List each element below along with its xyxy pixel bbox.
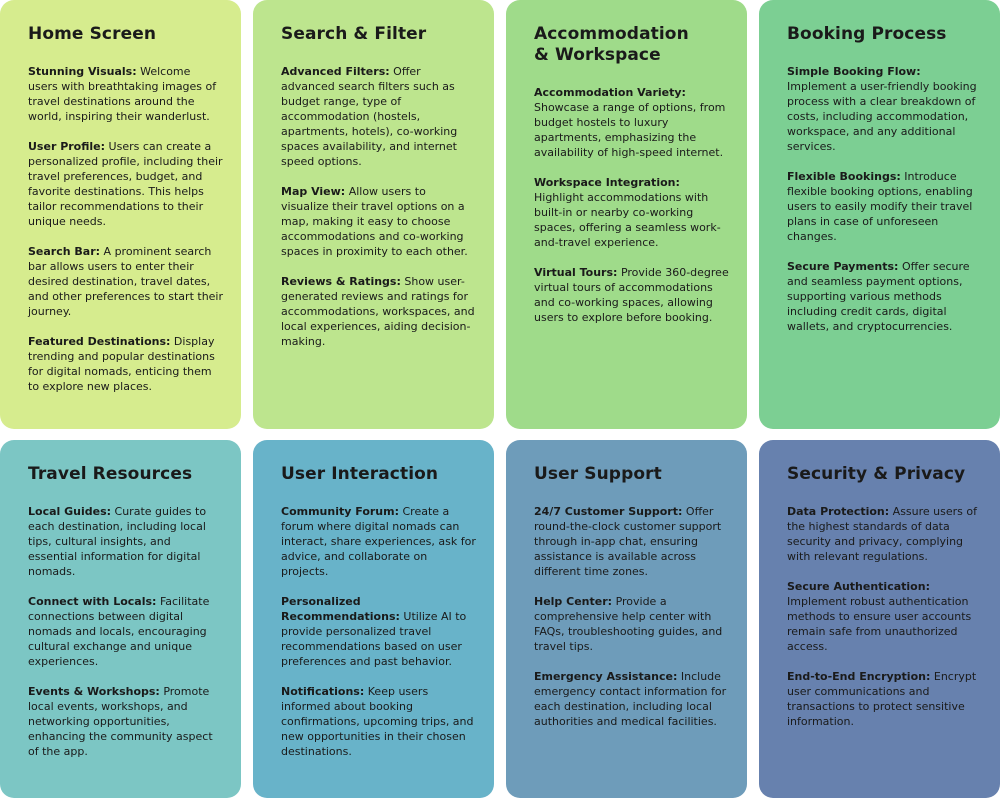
- feature-item: Events & Workshops: Promote local events…: [28, 684, 223, 759]
- feature-item-text: Offer advanced search filters such as bu…: [281, 65, 458, 168]
- card-title: Accommodation & Workspace: [534, 24, 689, 65]
- feature-item-title: Personalized Recommendations:: [281, 595, 400, 623]
- feature-item: Reviews & Ratings: Show user-generated r…: [281, 274, 476, 349]
- feature-item: Stunning Visuals: Welcome users with bre…: [28, 64, 223, 124]
- feature-item: Search Bar: A prominent search bar allow…: [28, 244, 223, 319]
- feature-item-text: Offer secure and seamless payment option…: [787, 260, 970, 333]
- feature-item: Simple Booking Flow: Implement a user-fr…: [787, 64, 982, 154]
- feature-item-text: Utilize AI to provide personalized trave…: [281, 610, 467, 668]
- feature-item-text: Implement a user-friendly booking proces…: [787, 80, 977, 153]
- feature-item-title: 24/7 Customer Support:: [534, 505, 683, 518]
- feature-item-text: Provide a comprehensive help center with…: [534, 595, 723, 653]
- feature-item: Secure Payments: Offer secure and seamle…: [787, 259, 982, 334]
- feature-item-title: Map View:: [281, 185, 346, 198]
- feature-item-title: Events & Workshops:: [28, 685, 160, 698]
- feature-item-text: Include emergency contact information fo…: [534, 670, 727, 728]
- feature-item-text: Encrypt user communications and transact…: [787, 670, 977, 728]
- feature-item: Local Guides: Curate guides to each dest…: [28, 504, 223, 579]
- card-title: Booking Process: [787, 24, 947, 44]
- feature-item-title: Virtual Tours:: [534, 266, 618, 279]
- feature-item: User Profile: Users can create a persona…: [28, 139, 223, 229]
- feature-item-title: Secure Payments:: [787, 260, 899, 273]
- feature-item-text: Curate guides to each destination, inclu…: [28, 505, 207, 578]
- feature-item-text: Show user-generated reviews and ratings …: [281, 275, 475, 348]
- feature-item: Virtual Tours: Provide 360-degree virtua…: [534, 265, 729, 325]
- feature-item-title: Reviews & Ratings:: [281, 275, 401, 288]
- feature-item-text: Display trending and popular destination…: [28, 335, 215, 393]
- feature-item-text: Facilitate connections between digital n…: [28, 595, 210, 668]
- feature-item-text: Highlight accommodations with built-in o…: [534, 191, 721, 249]
- feature-item-title: Notifications:: [281, 685, 365, 698]
- feature-item: Flexible Bookings: Introduce flexible bo…: [787, 169, 982, 244]
- card-title: Travel Resources: [28, 464, 193, 484]
- card-title: Home Screen: [28, 24, 157, 44]
- feature-item-title: User Profile:: [28, 140, 106, 153]
- feature-item-text: Keep users informed about booking confir…: [281, 685, 474, 758]
- feature-item-title: Simple Booking Flow:: [787, 65, 921, 78]
- feature-item-title: Flexible Bookings:: [787, 170, 901, 183]
- feature-item-title: Local Guides:: [28, 505, 112, 518]
- feature-item: Accommodation Variety: Showcase a range …: [534, 85, 729, 160]
- feature-item: Emergency Assistance: Include emergency …: [534, 669, 729, 729]
- feature-item: Notifications: Keep users informed about…: [281, 684, 476, 759]
- feature-item: Data Protection: Assure users of the hig…: [787, 504, 982, 564]
- feature-item: End-to-End Encryption: Encrypt user comm…: [787, 669, 982, 729]
- feature-item: Help Center: Provide a comprehensive hel…: [534, 594, 729, 654]
- feature-item: Featured Destinations: Display trending …: [28, 334, 223, 394]
- feature-item-text: Promote local events, workshops, and net…: [28, 685, 213, 758]
- feature-item-text: Offer round-the-clock customer support t…: [534, 505, 722, 578]
- feature-item: Workspace Integration: Highlight accommo…: [534, 175, 729, 250]
- feature-item-title: Help Center:: [534, 595, 613, 608]
- feature-item-text: Implement robust authentication methods …: [787, 595, 972, 653]
- card-title: User Support: [534, 464, 662, 484]
- feature-item-title: Workspace Integration:: [534, 176, 680, 189]
- card-title: User Interaction: [281, 464, 439, 484]
- feature-item-title: Community Forum:: [281, 505, 399, 518]
- feature-item-title: Data Protection:: [787, 505, 890, 518]
- feature-item-title: Featured Destinations:: [28, 335, 171, 348]
- feature-item-text: Create a forum where digital nomads can …: [281, 505, 476, 578]
- feature-item: Personalized Recommendations: Utilize AI…: [281, 594, 476, 669]
- feature-item-title: Emergency Assistance:: [534, 670, 678, 683]
- feature-item-title: Connect with Locals:: [28, 595, 157, 608]
- feature-item-text: Introduce flexible booking options, enab…: [787, 170, 973, 243]
- feature-item-title: End-to-End Encryption:: [787, 670, 931, 683]
- feature-item-text: A prominent search bar allows users to e…: [28, 245, 224, 318]
- card-title: Security & Privacy: [787, 464, 966, 484]
- feature-item-title: Advanced Filters:: [281, 65, 390, 78]
- feature-item: Advanced Filters: Offer advanced search …: [281, 64, 476, 169]
- card-user-support: User Support 24/7 Customer Support: Offer…: [506, 440, 747, 798]
- feature-item-title: Search Bar:: [28, 245, 101, 258]
- feature-item: Map View: Allow users to visualize their…: [281, 184, 476, 259]
- feature-item: Secure Authentication: Implement robust …: [787, 579, 982, 654]
- feature-item-title: Secure Authentication:: [787, 580, 930, 593]
- feature-item-text: Provide 360-degree virtual tours of acco…: [534, 266, 729, 324]
- feature-item: Connect with Locals: Facilitate connecti…: [28, 594, 223, 669]
- feature-item-title: Accommodation Variety:: [534, 86, 686, 99]
- feature-item-text: Welcome users with breathtaking images o…: [28, 65, 217, 123]
- card-title: Search & Filter: [281, 24, 427, 44]
- feature-item-title: Stunning Visuals:: [28, 65, 137, 78]
- feature-item-text: Allow users to visualize their travel op…: [281, 185, 468, 258]
- feature-item-text: Assure users of the highest standards of…: [787, 505, 977, 563]
- feature-item-text: Showcase a range of options, from budget…: [534, 101, 726, 159]
- feature-item-text: Users can create a personalized profile,…: [28, 140, 223, 228]
- feature-item: Community Forum: Create a forum where di…: [281, 504, 476, 579]
- feature-item: 24/7 Customer Support: Offer round-the-c…: [534, 504, 729, 579]
